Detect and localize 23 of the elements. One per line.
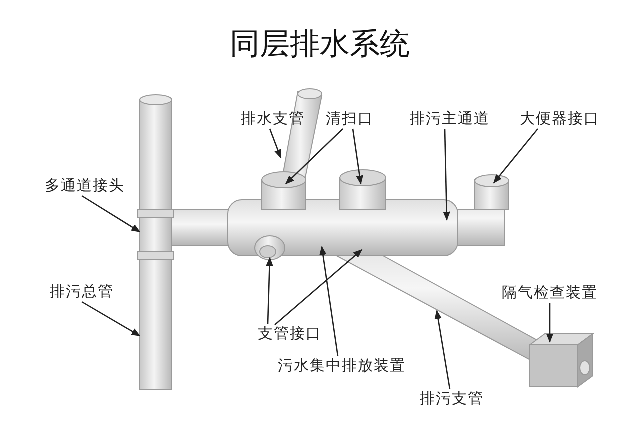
leader-line [82, 195, 141, 233]
part-label: 清扫口 [326, 110, 374, 128]
leader-line [320, 246, 339, 356]
leader-line [285, 128, 344, 185]
part-label: 排水支管 [241, 110, 305, 128]
part-label: 多通道接头 [45, 176, 125, 196]
part-label: 排污支管 [420, 390, 484, 408]
leader-line [434, 310, 451, 390]
part-label: 大便器接口 [520, 110, 600, 128]
leader-line [274, 249, 363, 326]
leader-line [546, 303, 554, 343]
leader-line [266, 257, 274, 324]
leader-line [443, 128, 450, 221]
part-label: 排污总管 [50, 282, 114, 302]
part-label: 排污主通道 [410, 110, 490, 128]
leader-line [269, 128, 282, 159]
title: 同层排水系统 [229, 26, 411, 64]
part-label: 污水集中排放装置 [278, 356, 406, 376]
leader-line [493, 128, 538, 184]
leader-line [352, 128, 364, 185]
part-label: 支管接口 [258, 324, 322, 344]
leader-line [82, 301, 141, 337]
part-label: 隔气检查装置 [502, 284, 598, 302]
